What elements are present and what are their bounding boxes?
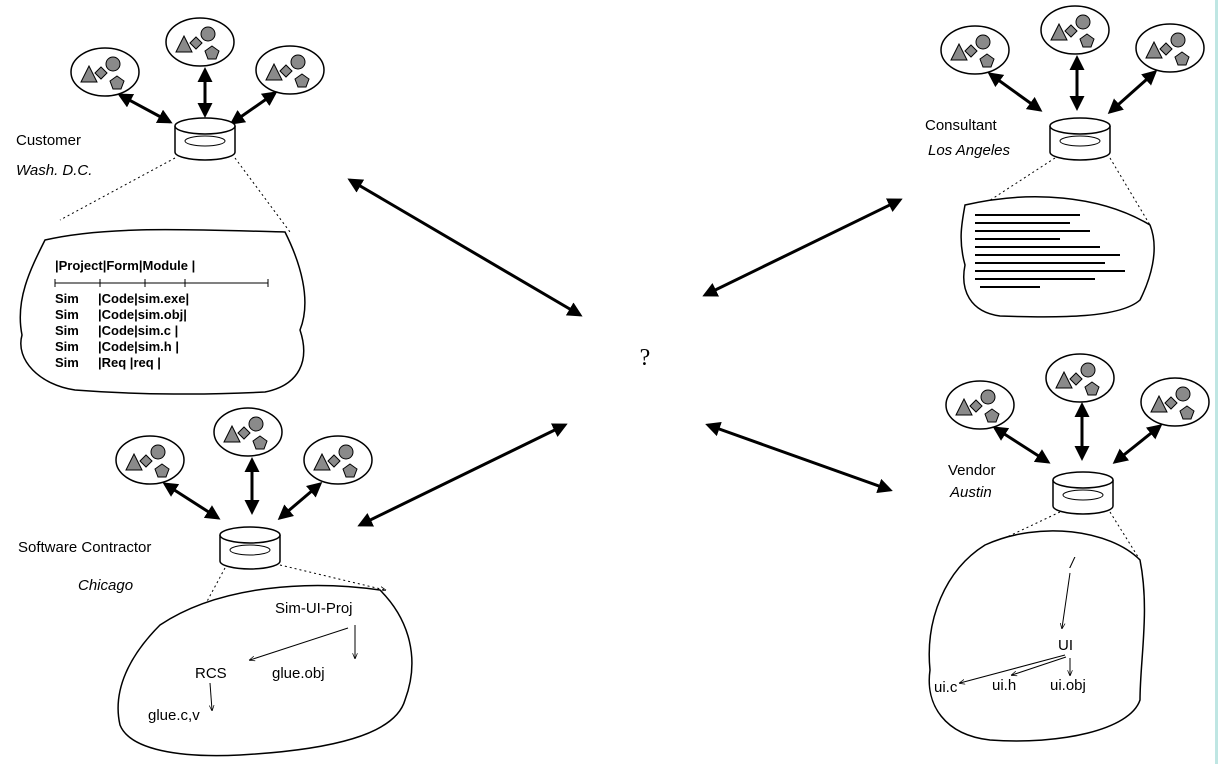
- user-group-icon: [165, 17, 235, 67]
- customer-cloud: [19, 228, 306, 395]
- vendor-tree-c: ui.c: [934, 679, 958, 696]
- table-cell: Sim: [55, 355, 79, 370]
- database-icon: [219, 526, 281, 570]
- table-cell: |Code|sim.h |: [98, 339, 179, 354]
- user-group-icon: [70, 47, 140, 97]
- user-group-icon: [115, 435, 185, 485]
- user-group-icon: [945, 380, 1015, 430]
- contractor-tree-root: Sim-UI-Proj: [275, 600, 353, 617]
- user-group-icon: [1135, 23, 1205, 73]
- vendor-tree-ui: UI: [1058, 637, 1073, 654]
- user-group-icon: [940, 25, 1010, 75]
- vendor-tree-obj: ui.obj: [1050, 677, 1086, 694]
- consultant-city: Los Angeles: [928, 142, 1011, 159]
- vendor-tree-h: ui.h: [992, 677, 1016, 694]
- vendor-city: Austin: [949, 484, 992, 501]
- database-icon: [174, 117, 236, 161]
- contractor-site: Software Contractor Chicago Sim-UI-Proj …: [18, 407, 413, 757]
- customer-city: Wash. D.C.: [16, 162, 92, 179]
- customer-table-header: |Project|Form|Module |: [55, 258, 195, 273]
- vendor-site: Vendor Austin / UI ui.c ui.h ui.obj: [928, 353, 1210, 742]
- consultant-document-lines: [975, 214, 1125, 288]
- arrow-consultant-center: [702, 198, 903, 297]
- table-cell: |Code|sim.c |: [98, 323, 178, 338]
- arrow-customer-center: [347, 178, 583, 317]
- contractor-role: Software Contractor: [18, 539, 151, 556]
- vendor-tree-root: /: [1069, 555, 1076, 572]
- database-icon: [1052, 471, 1114, 515]
- table-cell: Sim: [55, 291, 79, 306]
- table-cell: |Code|sim.exe|: [98, 291, 189, 306]
- user-group-icon: [213, 407, 283, 457]
- user-group-icon: [1045, 353, 1115, 403]
- table-cell: Sim: [55, 323, 79, 338]
- customer-site: Customer Wash. D.C. |Project|Form|Module…: [16, 17, 325, 395]
- user-group-icon: [1040, 5, 1110, 55]
- contractor-tree-src: glue.c,v: [148, 707, 200, 724]
- connection-arrows: [347, 178, 903, 527]
- user-group-icon: [303, 435, 373, 485]
- user-group-icon: [1140, 377, 1210, 427]
- center-question-mark: ?: [640, 345, 651, 371]
- arrow-vendor-center: [705, 421, 893, 494]
- user-group-icon: [255, 45, 325, 95]
- consultant-role: Consultant: [925, 117, 998, 134]
- table-cell: |Req |req |: [98, 355, 161, 370]
- contractor-tree-rcs: RCS: [195, 665, 227, 682]
- vendor-role: Vendor: [948, 462, 996, 479]
- customer-role: Customer: [16, 132, 81, 149]
- contractor-cloud: [117, 584, 413, 757]
- table-cell: Sim: [55, 307, 79, 322]
- vendor-cloud: [928, 530, 1146, 742]
- table-cell: |Code|sim.obj|: [98, 307, 187, 322]
- right-edge-strip: [1215, 0, 1218, 764]
- database-icon: [1049, 117, 1111, 161]
- customer-table-rows: Sim |Code|sim.exe| Sim |Code|sim.obj| Si…: [55, 291, 189, 370]
- table-cell: Sim: [55, 339, 79, 354]
- contractor-city: Chicago: [78, 577, 133, 594]
- contractor-tree-obj: glue.obj: [272, 665, 325, 682]
- arrow-contractor-center: [357, 423, 568, 527]
- consultant-site: Consultant Los Angeles: [925, 5, 1205, 318]
